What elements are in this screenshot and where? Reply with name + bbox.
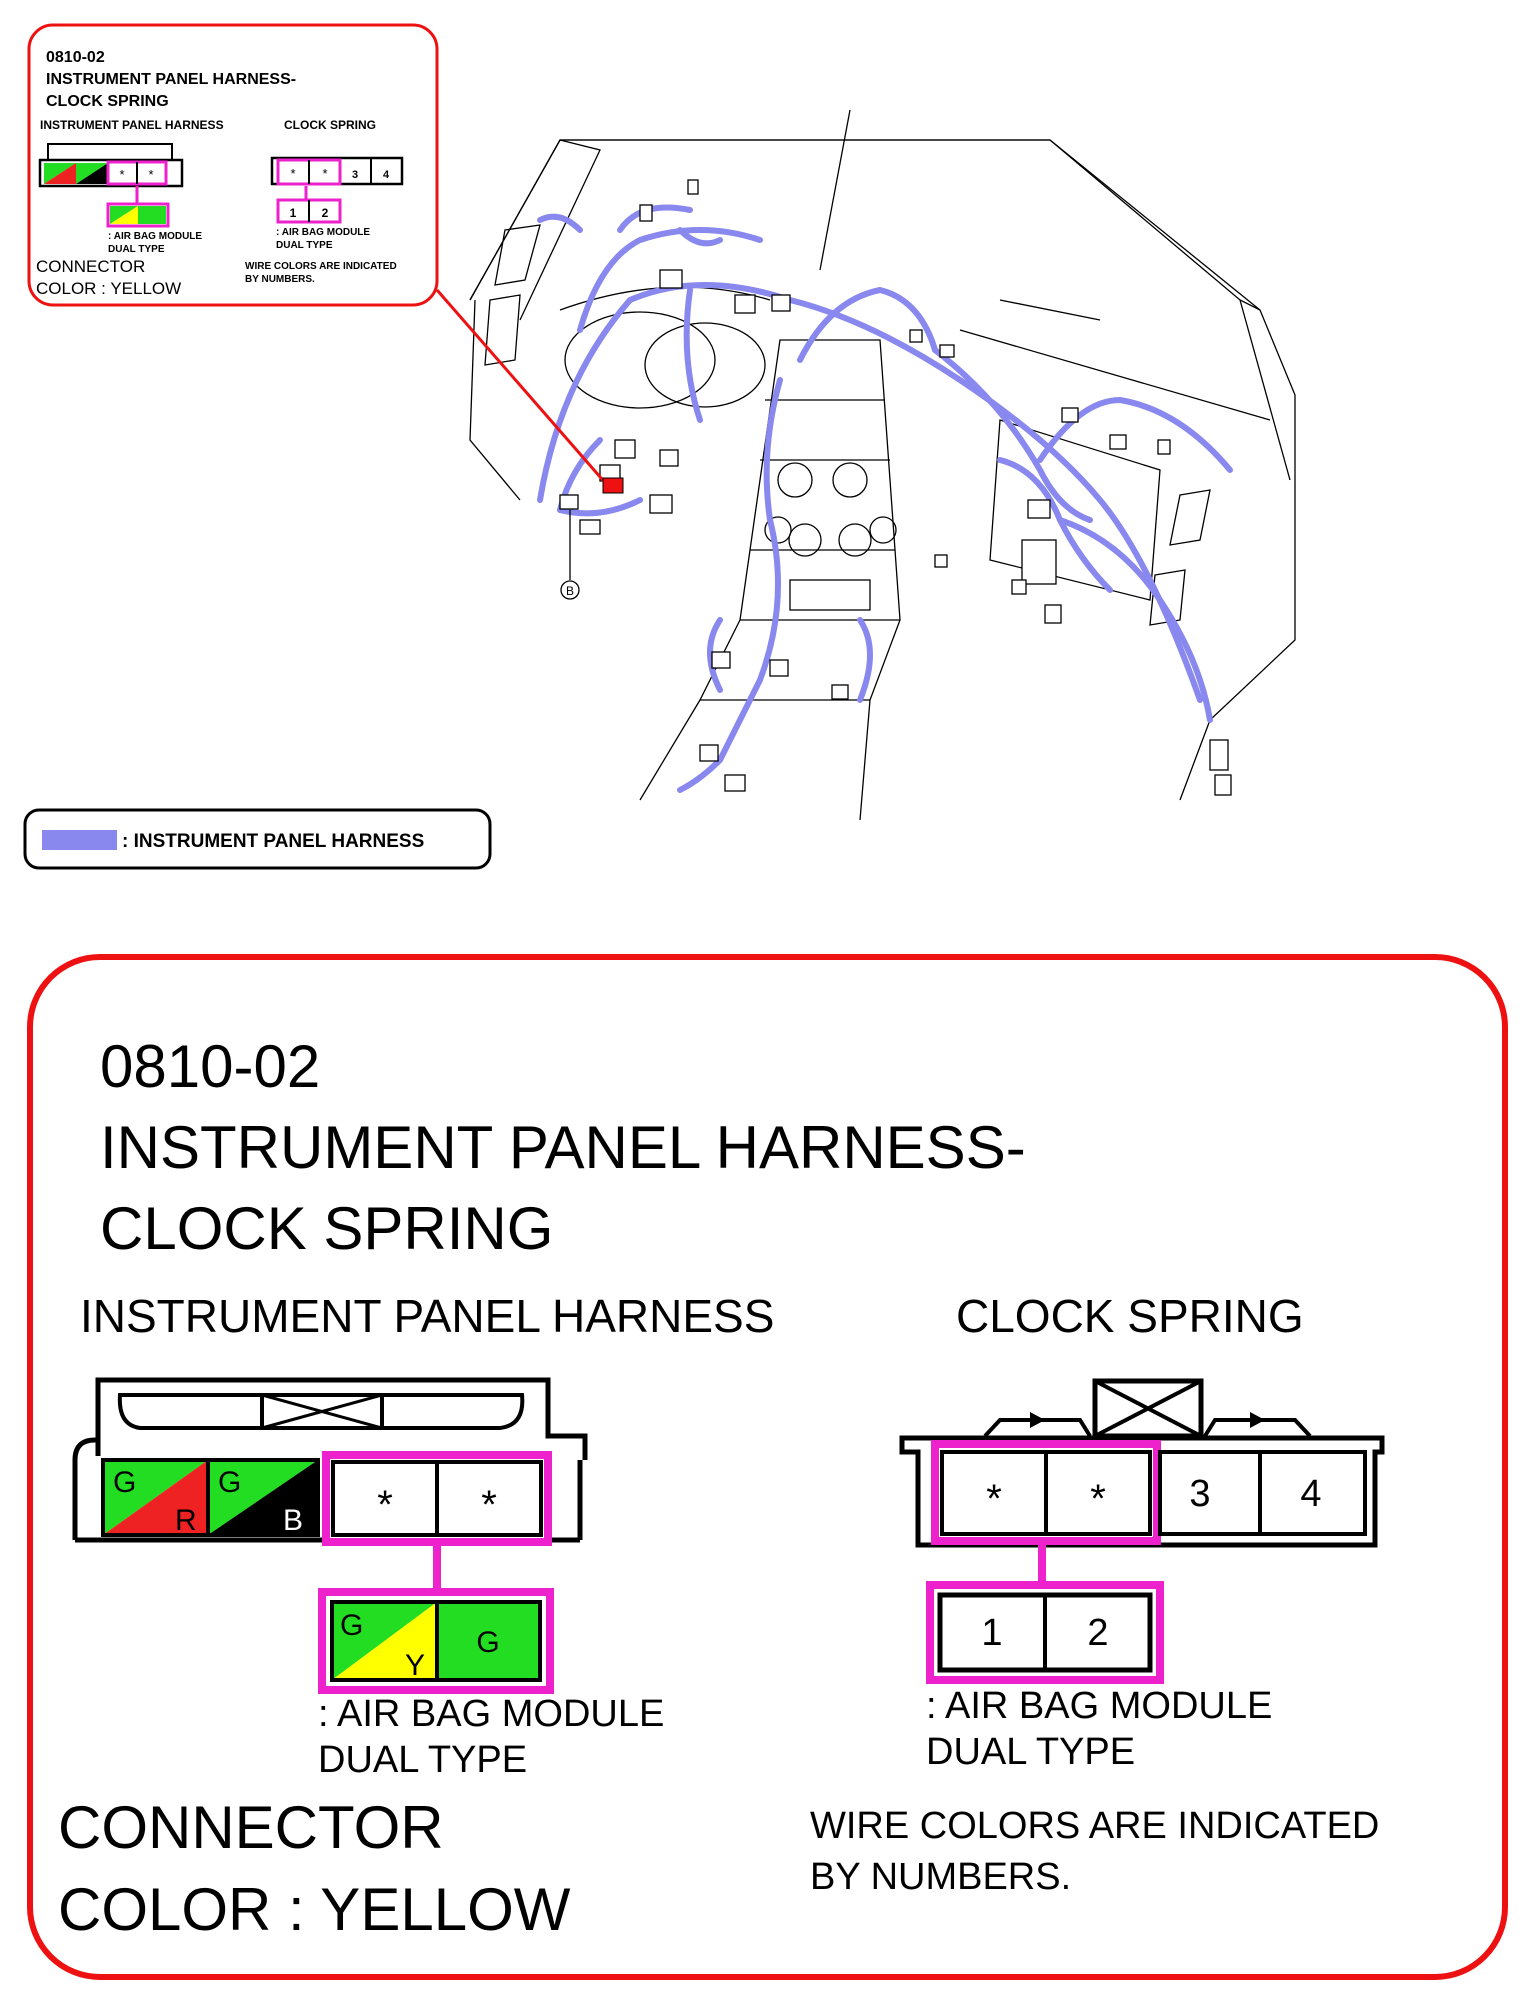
right-sub-terminal-1: 1 xyxy=(981,1612,1002,1654)
small-left-note-line2: DUAL TYPE xyxy=(108,244,165,255)
small-right-terminal-1: * xyxy=(290,166,295,181)
small-color-label: COLOR : YELLOW xyxy=(36,279,181,298)
left-terminal-2-bottom: B xyxy=(283,1504,303,1537)
small-left-terminal-3: * xyxy=(119,167,124,182)
small-left-connector: * * xyxy=(38,143,184,228)
right-connector-heading: CLOCK SPRING xyxy=(956,1290,1304,1342)
right-terminal-4: 4 xyxy=(1300,1473,1321,1515)
small-connector-label: CONNECTOR xyxy=(36,257,145,276)
small-right-sub-2: 2 xyxy=(322,206,329,220)
wire-note-line2: BY NUMBERS. xyxy=(810,1856,1071,1898)
title-line1: INSTRUMENT PANEL HARNESS- xyxy=(100,1114,1026,1181)
right-terminal-3: 3 xyxy=(1189,1473,1210,1515)
left-sub-terminal-2: G xyxy=(476,1626,499,1659)
connector-color-label: COLOR : YELLOW xyxy=(58,1876,571,1943)
small-wire-note-line2: BY NUMBERS. xyxy=(245,274,315,285)
left-terminal-3: * xyxy=(377,1483,393,1527)
small-right-terminal-3: 3 xyxy=(352,169,358,181)
small-title-line1: INSTRUMENT PANEL HARNESS- xyxy=(46,71,296,88)
ground-marker: B xyxy=(560,510,580,600)
left-terminal-1-top: G xyxy=(113,1466,136,1499)
left-sub-terminal-1-top: G xyxy=(340,1609,363,1642)
right-note-line2: DUAL TYPE xyxy=(926,1731,1135,1773)
left-terminal-pair-highlight: * * xyxy=(322,1451,552,1546)
small-title-line2: CLOCK SPRING xyxy=(46,93,169,110)
right-note-line1: : AIR BAG MODULE xyxy=(926,1685,1272,1727)
small-callout: 0810-02 INSTRUMENT PANEL HARNESS- CLOCK … xyxy=(27,23,439,307)
connector-locator xyxy=(435,289,624,494)
small-left-heading: INSTRUMENT PANEL HARNESS xyxy=(40,118,224,132)
right-connector: * * 3 4 1 2 xyxy=(899,1378,1385,1684)
wire-note-line1: WIRE COLORS ARE INDICATED xyxy=(810,1805,1379,1847)
ground-label: B xyxy=(566,584,574,598)
left-terminal-2: G B xyxy=(206,1458,320,1537)
left-note-line1: : AIR BAG MODULE xyxy=(318,1693,664,1735)
small-right-terminal-2: * xyxy=(322,166,327,181)
harness-legend: : INSTRUMENT PANEL HARNESS xyxy=(23,808,492,870)
right-terminal-2: * xyxy=(1090,1477,1106,1521)
left-connector: G R G B * * xyxy=(72,1377,588,1694)
left-terminal-1-bottom: R xyxy=(175,1504,197,1537)
left-terminal-2-top: G xyxy=(218,1466,241,1499)
small-right-connector: * * 3 4 1 2 xyxy=(270,156,404,224)
large-callout: 0810-02 INSTRUMENT PANEL HARNESS- CLOCK … xyxy=(27,954,1508,1980)
right-terminal-1: * xyxy=(986,1477,1002,1521)
legend-label: : INSTRUMENT PANEL HARNESS xyxy=(122,831,424,852)
right-sub-terminal-2: 2 xyxy=(1087,1612,1108,1654)
small-wire-note-line1: WIRE COLORS ARE INDICATED xyxy=(245,261,397,272)
left-sub-terminals: G Y G xyxy=(318,1588,554,1694)
small-right-note-line2: DUAL TYPE xyxy=(276,240,333,251)
left-connector-heading: INSTRUMENT PANEL HARNESS xyxy=(80,1290,774,1342)
small-right-heading: CLOCK SPRING xyxy=(284,118,376,132)
dashboard-illustration xyxy=(469,109,1296,821)
connector-label: CONNECTOR xyxy=(58,1794,444,1861)
left-sub-terminal-1-bottom: Y xyxy=(405,1649,425,1682)
small-right-terminal-4: 4 xyxy=(383,169,390,181)
harness-wiring xyxy=(537,204,1233,793)
title-line2: CLOCK SPRING xyxy=(100,1195,553,1262)
small-connector-id: 0810-02 xyxy=(46,49,105,66)
left-terminal-4: * xyxy=(481,1483,497,1527)
harness-connectors xyxy=(559,179,1232,796)
left-terminal-1: G R xyxy=(101,1458,210,1537)
small-left-note-line1: : AIR BAG MODULE xyxy=(108,231,202,242)
small-left-terminal-4: * xyxy=(148,167,153,182)
small-right-note-line1: : AIR BAG MODULE xyxy=(276,227,370,238)
connector-id: 0810-02 xyxy=(100,1033,320,1100)
left-note-line2: DUAL TYPE xyxy=(318,1739,527,1781)
small-right-sub-1: 1 xyxy=(290,206,297,220)
